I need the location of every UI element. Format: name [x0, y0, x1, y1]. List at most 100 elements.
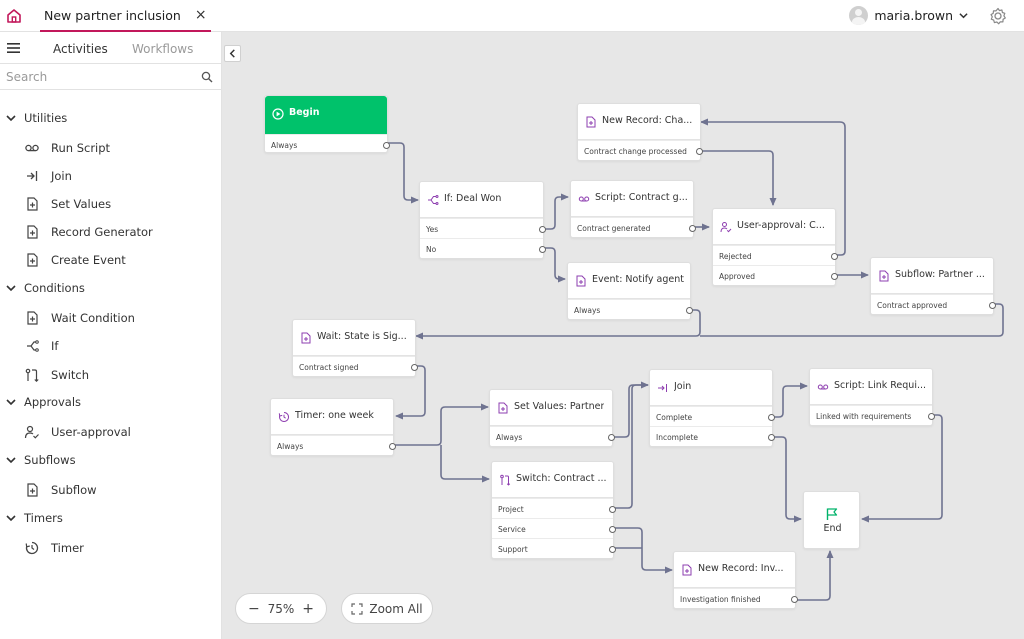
category-timers[interactable]: Timers [0, 508, 221, 528]
node-output-approved[interactable]: Approved [713, 265, 838, 285]
category-approvals[interactable]: Approvals [0, 392, 221, 412]
output-port[interactable] [831, 273, 838, 280]
activity-set-values[interactable]: Set Values [0, 193, 221, 215]
node-end[interactable]: End [803, 491, 860, 549]
activity-label: Wait Condition [51, 311, 135, 325]
output-port[interactable] [768, 414, 775, 421]
node-output[interactable]: Linked with requirements [810, 405, 935, 425]
output-port[interactable] [689, 225, 696, 232]
node-switch-contract[interactable]: Switch: Contract ... Project Service Sup… [491, 461, 616, 559]
output-port[interactable] [686, 307, 693, 314]
activity-if[interactable]: If [0, 335, 221, 357]
node-output-complete[interactable]: Complete [650, 406, 775, 426]
node-script-link[interactable]: Script: Link Requi... Linked with requir… [809, 368, 935, 426]
close-icon[interactable]: × [194, 7, 207, 23]
gear-icon[interactable] [988, 6, 1008, 26]
document-plus-icon [27, 253, 38, 267]
activity-label: Join [51, 169, 72, 183]
activity-join[interactable]: Join [0, 165, 221, 187]
output-port[interactable] [989, 302, 996, 309]
category-label: Utilities [24, 111, 68, 125]
node-output-project[interactable]: Project [492, 498, 616, 518]
node-script-contract[interactable]: Script: Contract g... Contract generated [570, 180, 696, 238]
node-set-values-partner[interactable]: Set Values: Partner Always [489, 389, 615, 447]
search-icon[interactable] [201, 71, 213, 83]
node-output-incomplete[interactable]: Incomplete [650, 426, 775, 446]
node-output[interactable]: Contract signed [293, 356, 418, 376]
node-title: Subflow: Partner ... [895, 269, 985, 280]
node-output[interactable]: Contract approved [871, 294, 996, 314]
output-port[interactable] [411, 364, 418, 371]
activity-record-generator[interactable]: Record Generator [0, 221, 221, 243]
node-wait-state[interactable]: Wait: State is Sig... Contract signed [292, 319, 418, 377]
zoom-all-button[interactable]: Zoom All [341, 593, 433, 624]
node-new-record-investigation[interactable]: New Record: Inv... Investigation finishe… [673, 551, 798, 609]
node-output-no[interactable]: No [420, 238, 546, 258]
document-plus-icon [301, 332, 311, 344]
node-if-deal-won[interactable]: If: Deal Won Yes No [419, 181, 546, 259]
zoom-level: 75% [267, 601, 295, 616]
output-port[interactable] [696, 148, 703, 155]
node-user-approval[interactable]: User-approval: C... Rejected Approved [712, 208, 838, 286]
script-icon [578, 196, 590, 202]
node-header: Timer: one week [271, 399, 393, 435]
output-port[interactable] [609, 546, 616, 553]
output-port[interactable] [831, 253, 838, 260]
category-subflows[interactable]: Subflows [0, 450, 221, 470]
node-output[interactable]: Always [490, 426, 615, 446]
zoom-out-button[interactable]: − [248, 600, 260, 617]
hamburger-menu-icon[interactable] [7, 43, 20, 53]
zoom-control: − 75% + [235, 593, 327, 624]
home-button[interactable] [0, 0, 28, 31]
chevron-down-icon [6, 515, 16, 522]
node-output-yes[interactable]: Yes [420, 218, 546, 238]
switch-icon [25, 368, 39, 383]
output-port[interactable] [539, 246, 546, 253]
node-output[interactable]: Always [271, 435, 396, 455]
user-menu[interactable]: maria.brown [849, 4, 968, 26]
activity-subflow[interactable]: Subflow [0, 479, 221, 501]
output-port[interactable] [928, 413, 935, 420]
node-subflow-partner[interactable]: Subflow: Partner ... Contract approved [870, 257, 996, 315]
tab-activities[interactable]: Activities [53, 42, 108, 56]
node-output[interactable]: Always [568, 299, 693, 319]
output-port[interactable] [389, 443, 396, 450]
activity-timer[interactable]: Timer [0, 537, 221, 559]
node-begin[interactable]: Begin Always [264, 95, 390, 154]
output-port[interactable] [768, 434, 775, 441]
output-port[interactable] [609, 506, 616, 513]
output-port[interactable] [539, 226, 546, 233]
output-port[interactable] [383, 142, 390, 149]
node-join[interactable]: Join Complete Incomplete [649, 369, 775, 447]
node-output[interactable]: Investigation finished [674, 588, 798, 608]
category-utilities[interactable]: Utilities [0, 108, 221, 128]
node-output[interactable]: Contract generated [571, 217, 696, 237]
activity-create-event[interactable]: Create Event [0, 249, 221, 271]
zoom-in-button[interactable]: + [302, 600, 314, 617]
output-port[interactable] [609, 526, 616, 533]
output-label: Contract generated [577, 224, 651, 233]
node-output-always[interactable]: Always [265, 134, 390, 154]
fit-screen-icon [351, 602, 363, 615]
collapse-sidebar-button[interactable] [224, 45, 241, 62]
node-new-record-change[interactable]: New Record: Cha... Contract change proce… [577, 103, 703, 161]
activity-run-script[interactable]: Run Script [0, 137, 221, 159]
category-conditions[interactable]: Conditions [0, 278, 221, 298]
activity-wait-condition[interactable]: Wait Condition [0, 307, 221, 329]
node-timer-week[interactable]: Timer: one week Always [270, 398, 396, 456]
output-port[interactable] [608, 434, 615, 441]
node-output[interactable]: Contract change processed [578, 140, 703, 160]
node-output-support[interactable]: Support [492, 538, 616, 558]
avatar [849, 5, 869, 25]
activity-switch[interactable]: Switch [0, 364, 221, 386]
chevron-left-icon [229, 49, 235, 58]
tab-new-partner-inclusion[interactable]: New partner inclusion × [40, 0, 211, 32]
node-output-rejected[interactable]: Rejected [713, 245, 838, 265]
tab-workflows[interactable]: Workflows [132, 42, 194, 56]
node-event-notify[interactable]: Event: Notify agent Always [567, 262, 693, 320]
activity-user-approval[interactable]: User-approval [0, 421, 221, 443]
output-label: Always [277, 442, 304, 451]
node-output-service[interactable]: Service [492, 518, 616, 538]
search-input[interactable] [6, 68, 196, 86]
output-port[interactable] [791, 596, 798, 603]
